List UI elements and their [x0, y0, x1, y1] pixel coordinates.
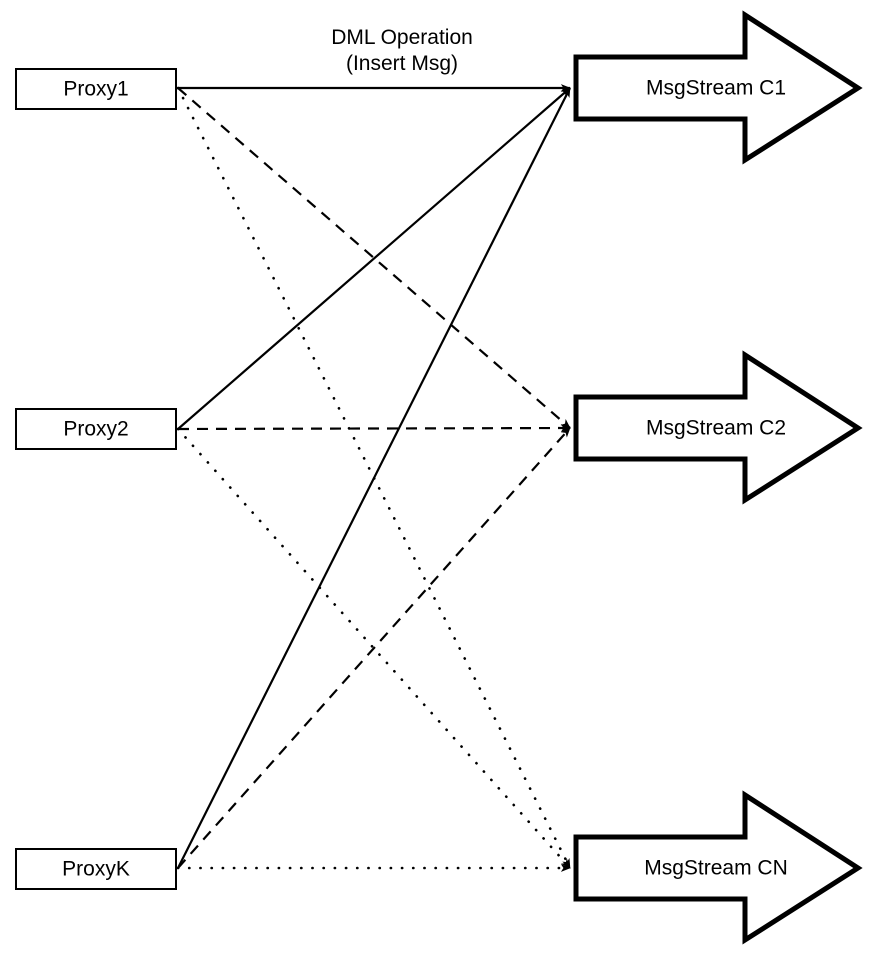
msgstream-node-cn[interactable]: MsgStream CN: [573, 790, 863, 945]
connection-proxy1-to-stream-c2[interactable]: [177, 87, 571, 429]
connection-proxyk-to-stream-c2[interactable]: [177, 427, 571, 869]
proxy-box-shape: [15, 848, 177, 890]
edge-caption-dml-operation: DML Operation (Insert Msg): [331, 26, 473, 75]
connection-proxyk-to-stream-c1[interactable]: [177, 87, 571, 869]
msgstream-arrow-shape: [573, 790, 863, 945]
msgstream-arrow-shape: [573, 10, 863, 165]
edge-caption-line1: DML Operation: [331, 26, 473, 49]
proxy-box-shape: [15, 408, 177, 450]
proxy-node-proxy2[interactable]: Proxy2: [15, 408, 177, 450]
proxy-label: ProxyK: [62, 858, 130, 881]
connection-proxy2-to-stream-c1[interactable]: [177, 87, 571, 430]
proxy-node-proxyk[interactable]: ProxyK: [15, 848, 177, 890]
connection-proxy2-to-stream-c2[interactable]: [177, 424, 571, 433]
connection-layer: [176, 84, 572, 872]
msgstream-node-c2[interactable]: MsgStream C2: [573, 350, 863, 505]
msgstream-label: MsgStream CN: [644, 857, 788, 880]
msgstream-arrow-shape: [573, 350, 863, 505]
msgstream-node-c1[interactable]: MsgStream C1: [573, 10, 863, 165]
proxy-label: Proxy2: [63, 418, 128, 441]
proxy-box-shape: [15, 68, 177, 110]
msgstream-label: MsgStream C2: [646, 417, 786, 440]
msgstream-label: MsgStream C1: [646, 77, 786, 100]
proxy-node-proxy1[interactable]: Proxy1: [15, 68, 177, 110]
proxy-label: Proxy1: [63, 78, 128, 101]
edge-caption-line2: (Insert Msg): [346, 52, 458, 75]
